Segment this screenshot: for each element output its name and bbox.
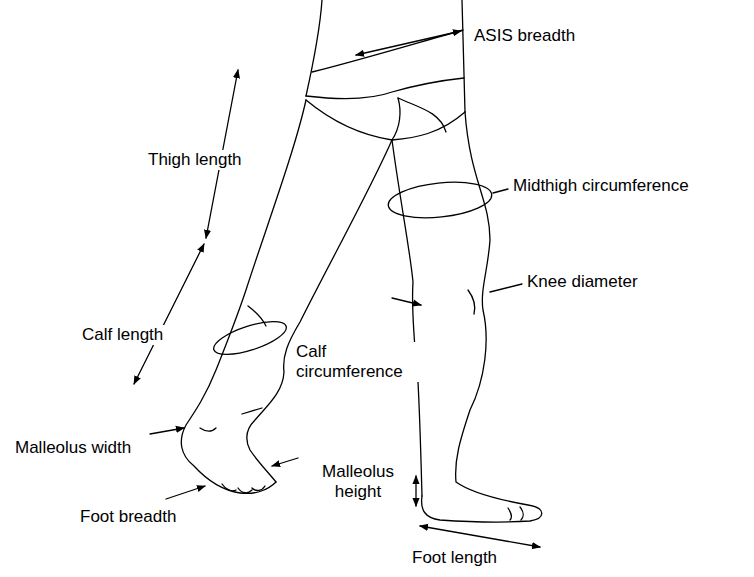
measurement-label: Calf circumference — [294, 342, 423, 382]
toes — [508, 507, 523, 520]
knee-arrow — [392, 298, 421, 305]
malleolus-width-arrow — [150, 428, 184, 434]
foot-length-arrow — [420, 526, 540, 547]
briefs-leg-opening — [392, 112, 465, 140]
midthigh-loop — [387, 178, 494, 223]
measurement-label: Malleolus height — [308, 462, 408, 502]
calf-loop — [210, 315, 290, 361]
knee-crease — [468, 290, 475, 314]
briefs-line — [398, 98, 446, 132]
leader-line — [493, 189, 508, 193]
ankle-bone — [200, 428, 216, 431]
torso-outline — [462, 0, 465, 112]
right-leg-outline — [422, 112, 542, 522]
asis-arrow — [356, 31, 461, 55]
measurement-label: Thigh length — [146, 150, 244, 170]
right-leg-outline — [392, 140, 422, 496]
left-leg-outline — [247, 140, 392, 482]
malleolus-height-arrow — [415, 476, 416, 506]
calf-length-arrow — [134, 244, 204, 384]
foot-breadth-arrow — [272, 458, 298, 466]
measurement-label: Malleolus width — [13, 438, 133, 458]
leader-line — [490, 284, 522, 292]
briefs-waistband — [312, 30, 463, 72]
measurement-label: Foot breadth — [78, 507, 178, 527]
measurement-label: Knee diameter — [525, 272, 640, 292]
toes — [222, 484, 265, 493]
measurement-label: Midthigh circumference — [511, 176, 691, 196]
measurement-label: ASIS breadth — [472, 26, 577, 46]
leader-line — [242, 408, 262, 414]
briefs-leg-opening — [306, 98, 400, 140]
measurement-label: Calf length — [80, 325, 165, 345]
foot-breadth-arrow — [166, 486, 205, 499]
briefs-line — [306, 78, 464, 99]
measurement-label: Foot length — [410, 548, 499, 568]
torso-outline — [306, 0, 322, 96]
